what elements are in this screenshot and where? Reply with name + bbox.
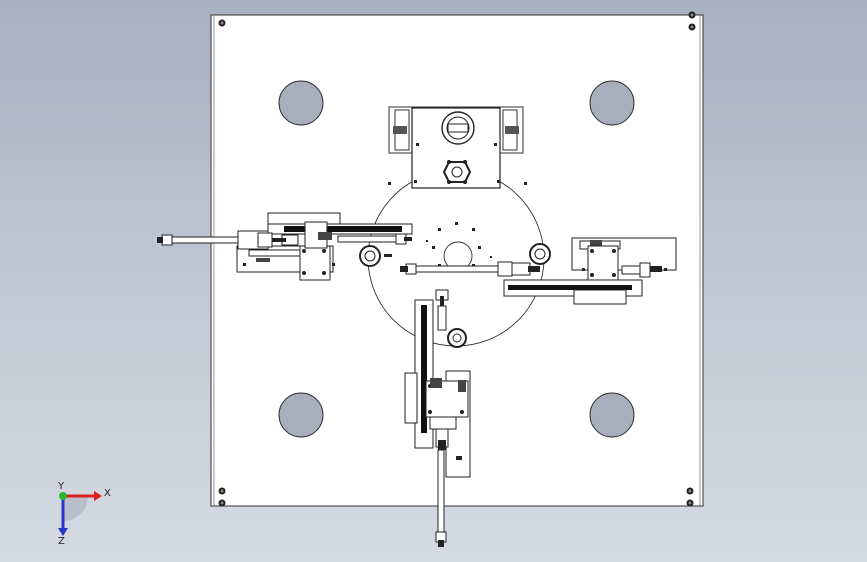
triad-shadow-arc bbox=[63, 496, 88, 521]
x-axis-label: X bbox=[104, 488, 111, 499]
right-actuator-station[interactable] bbox=[400, 237, 677, 305]
mounting-hole bbox=[589, 392, 635, 438]
coordinate-triad: X Y Z bbox=[57, 481, 111, 547]
corner-screw bbox=[686, 499, 694, 507]
mounting-hole bbox=[278, 80, 324, 126]
left-actuator-station[interactable] bbox=[157, 212, 413, 281]
right-cam-wheel bbox=[529, 243, 551, 265]
mounting-hole bbox=[278, 392, 324, 438]
corner-screw bbox=[686, 487, 694, 495]
corner-screw bbox=[218, 499, 226, 507]
corner-screw bbox=[688, 23, 696, 31]
y-axis-label: Y bbox=[57, 481, 65, 492]
y-axis-dot-icon bbox=[59, 492, 67, 500]
x-axis-arrow-icon bbox=[94, 491, 102, 501]
z-axis-arrow-icon bbox=[58, 528, 68, 536]
corner-screw bbox=[218, 19, 226, 27]
corner-screw bbox=[218, 487, 226, 495]
bottom-actuator-station[interactable] bbox=[404, 289, 471, 547]
base-fasteners bbox=[243, 182, 667, 271]
top-fixture[interactable] bbox=[388, 106, 524, 189]
mounting-hole bbox=[589, 80, 635, 126]
left-cam-wheel bbox=[359, 245, 392, 267]
corner-screw bbox=[688, 11, 696, 19]
bottom-cam-wheel bbox=[447, 328, 467, 348]
z-axis-label: Z bbox=[58, 536, 65, 547]
